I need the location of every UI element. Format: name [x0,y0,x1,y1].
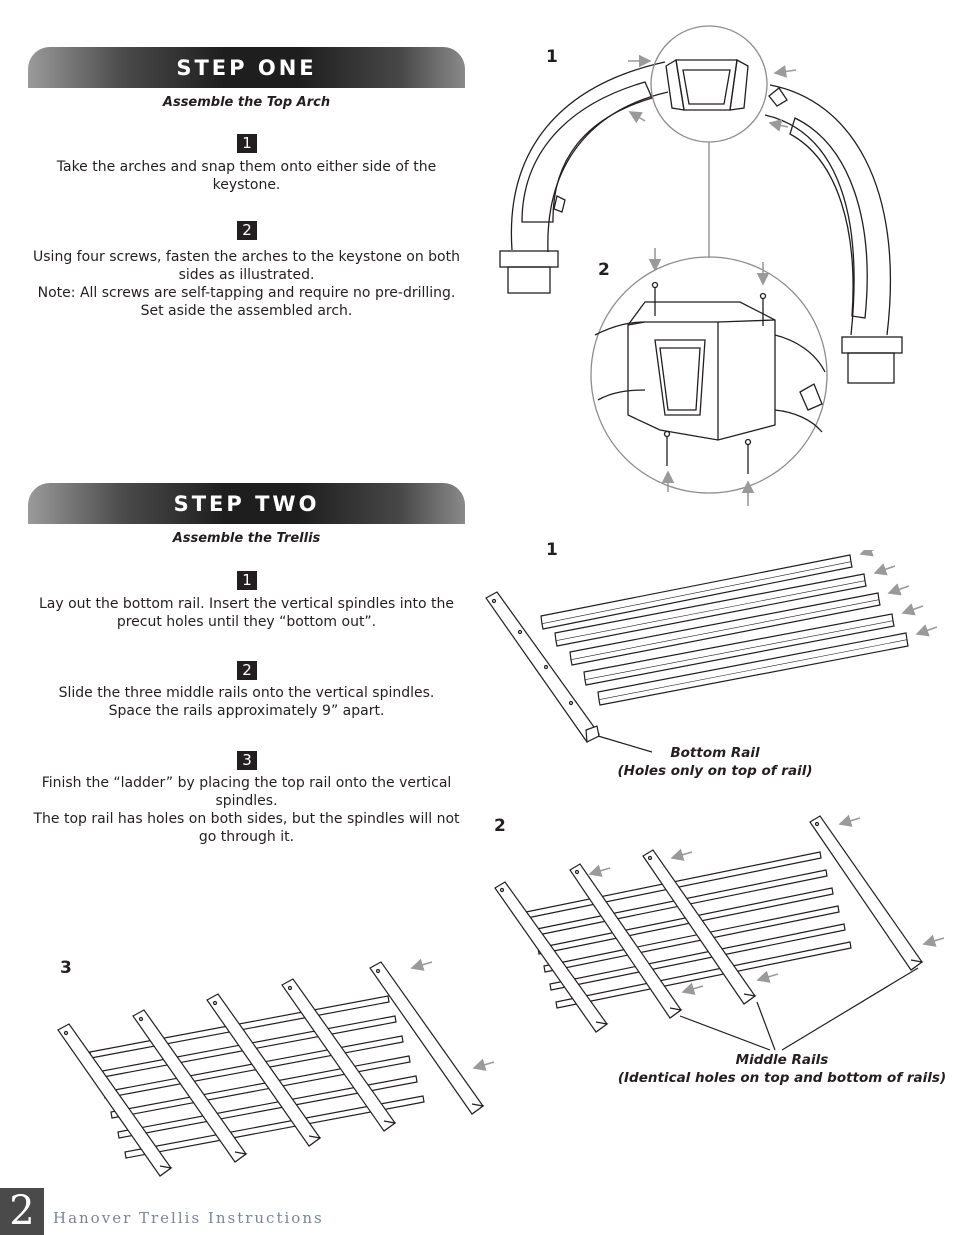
middle-rails-caption: Middle Rails (Identical holes on top and… [617,1052,947,1086]
step-two-text-2: Slide the three middle rails onto the ve… [58,685,435,719]
arch-illustration [499,25,903,506]
trellis-figure-label-2: 2 [494,816,506,836]
step-two-subtitle: Assemble the Trellis [172,531,321,546]
step-two-text-3: Finish the “ladder” by placing the top r… [33,775,460,845]
trellis-figure-label-3: 3 [60,958,72,978]
arch-figure-label-2: 2 [598,260,610,280]
step-two-num-1: 1 [237,571,257,590]
middle-rails-illustration [494,814,945,1051]
bottom-rail-caption: Bottom Rail (Holes only on top of rail) [617,745,813,779]
step-one-banner: STEP ONE [28,47,465,88]
step-two-num-3: 3 [237,751,257,770]
footer-title: Hanover Trellis Instructions [53,1209,324,1227]
finished-ladder-illustration [57,958,495,1177]
step-two-banner: STEP TWO [28,483,465,524]
step-one-subtitle: Assemble the Top Arch [162,95,331,110]
page-number: 2 [0,1188,44,1235]
arch-figure-label-1: 1 [546,47,558,67]
step-one-num-2: 2 [237,221,257,240]
bottom-rail-illustration [485,550,938,753]
step-one-text-1: Take the arches and snap them onto eithe… [56,159,437,193]
step-one-num-1: 1 [237,134,257,153]
step-one-text-2: Using four screws, fasten the arches to … [33,249,460,319]
step-two-num-2: 2 [237,661,257,680]
step-two-text-1: Lay out the bottom rail. Insert the vert… [38,596,455,630]
trellis-figure-label-1: 1 [546,540,558,560]
